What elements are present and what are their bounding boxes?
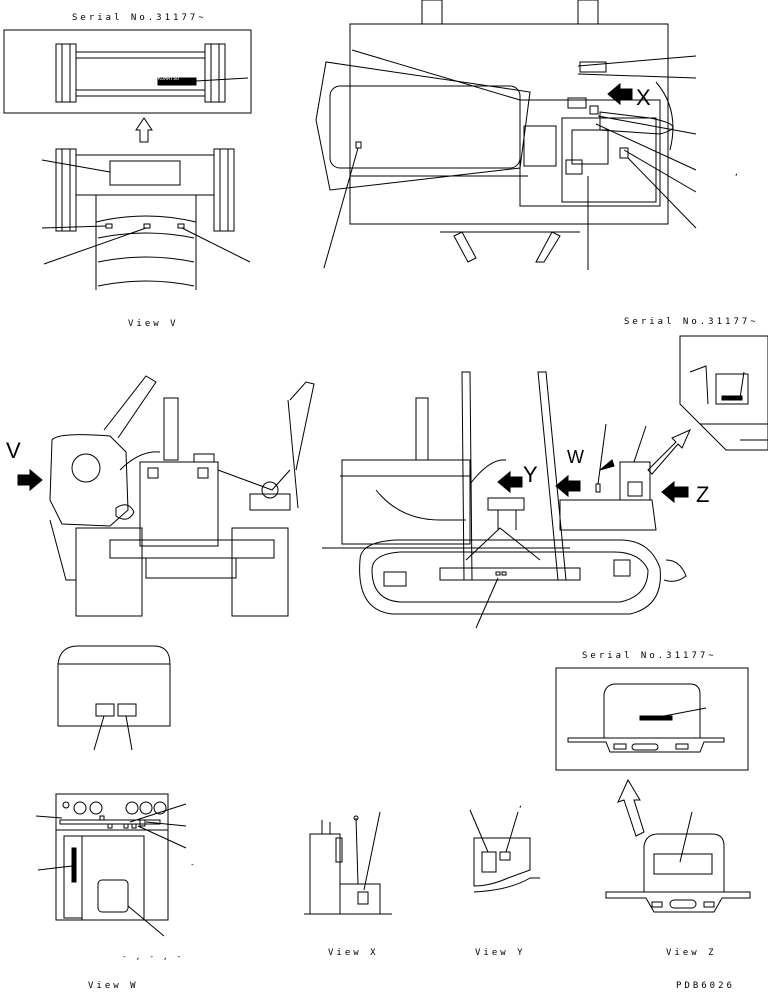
letter-y: Y: [523, 462, 538, 487]
view-w-dashboard: [35, 793, 187, 937]
cab-detail: [315, 0, 697, 270]
arrow-w: [555, 474, 581, 498]
view-z-serial-inset-bottom: [555, 667, 749, 771]
dashes-mark: - , - , -: [122, 952, 184, 961]
view-v-serial-inset: [3, 29, 252, 114]
view-y-detail: [469, 809, 540, 893]
plate-text-top: KOMATSU: [158, 76, 180, 82]
letter-x: X: [636, 85, 651, 110]
view-z-serial-inset-top: [679, 335, 768, 451]
arrow-z: [661, 480, 689, 504]
comma-mark-2: ,: [518, 800, 523, 809]
view-x-detail: [304, 811, 392, 915]
view-z-detail: [605, 811, 751, 913]
serial-note-middle-right: Serial No.31177~: [624, 317, 759, 327]
up-arrow: [135, 117, 153, 143]
dash-mark: -: [190, 860, 199, 869]
serial-note-bottom-right: Serial No.31177~: [582, 651, 717, 661]
letter-v: V: [6, 438, 21, 463]
view-v-caption: View V: [128, 319, 179, 329]
side-view: [322, 371, 687, 629]
view-w-caption: View W: [88, 981, 139, 991]
view-y-caption: View Y: [475, 948, 526, 958]
arrow-v: [17, 468, 43, 492]
drawing-number: PDB6026: [676, 981, 735, 991]
arrow-y: [497, 470, 523, 494]
letter-w: W: [567, 447, 584, 467]
serial-note-top-left: Serial No.31177~: [72, 13, 207, 23]
panel-detail: [57, 645, 171, 751]
comma-mark-1: ,: [734, 168, 739, 177]
view-v-main: [41, 148, 251, 290]
diagonal-arrow-z: [617, 778, 645, 837]
front-view: [49, 375, 315, 617]
view-z-caption: View Z: [666, 948, 717, 958]
arrow-x: [607, 82, 633, 106]
diagonal-arrow: [647, 429, 691, 475]
letter-z: Z: [696, 482, 710, 507]
view-x-caption: View X: [328, 948, 379, 958]
